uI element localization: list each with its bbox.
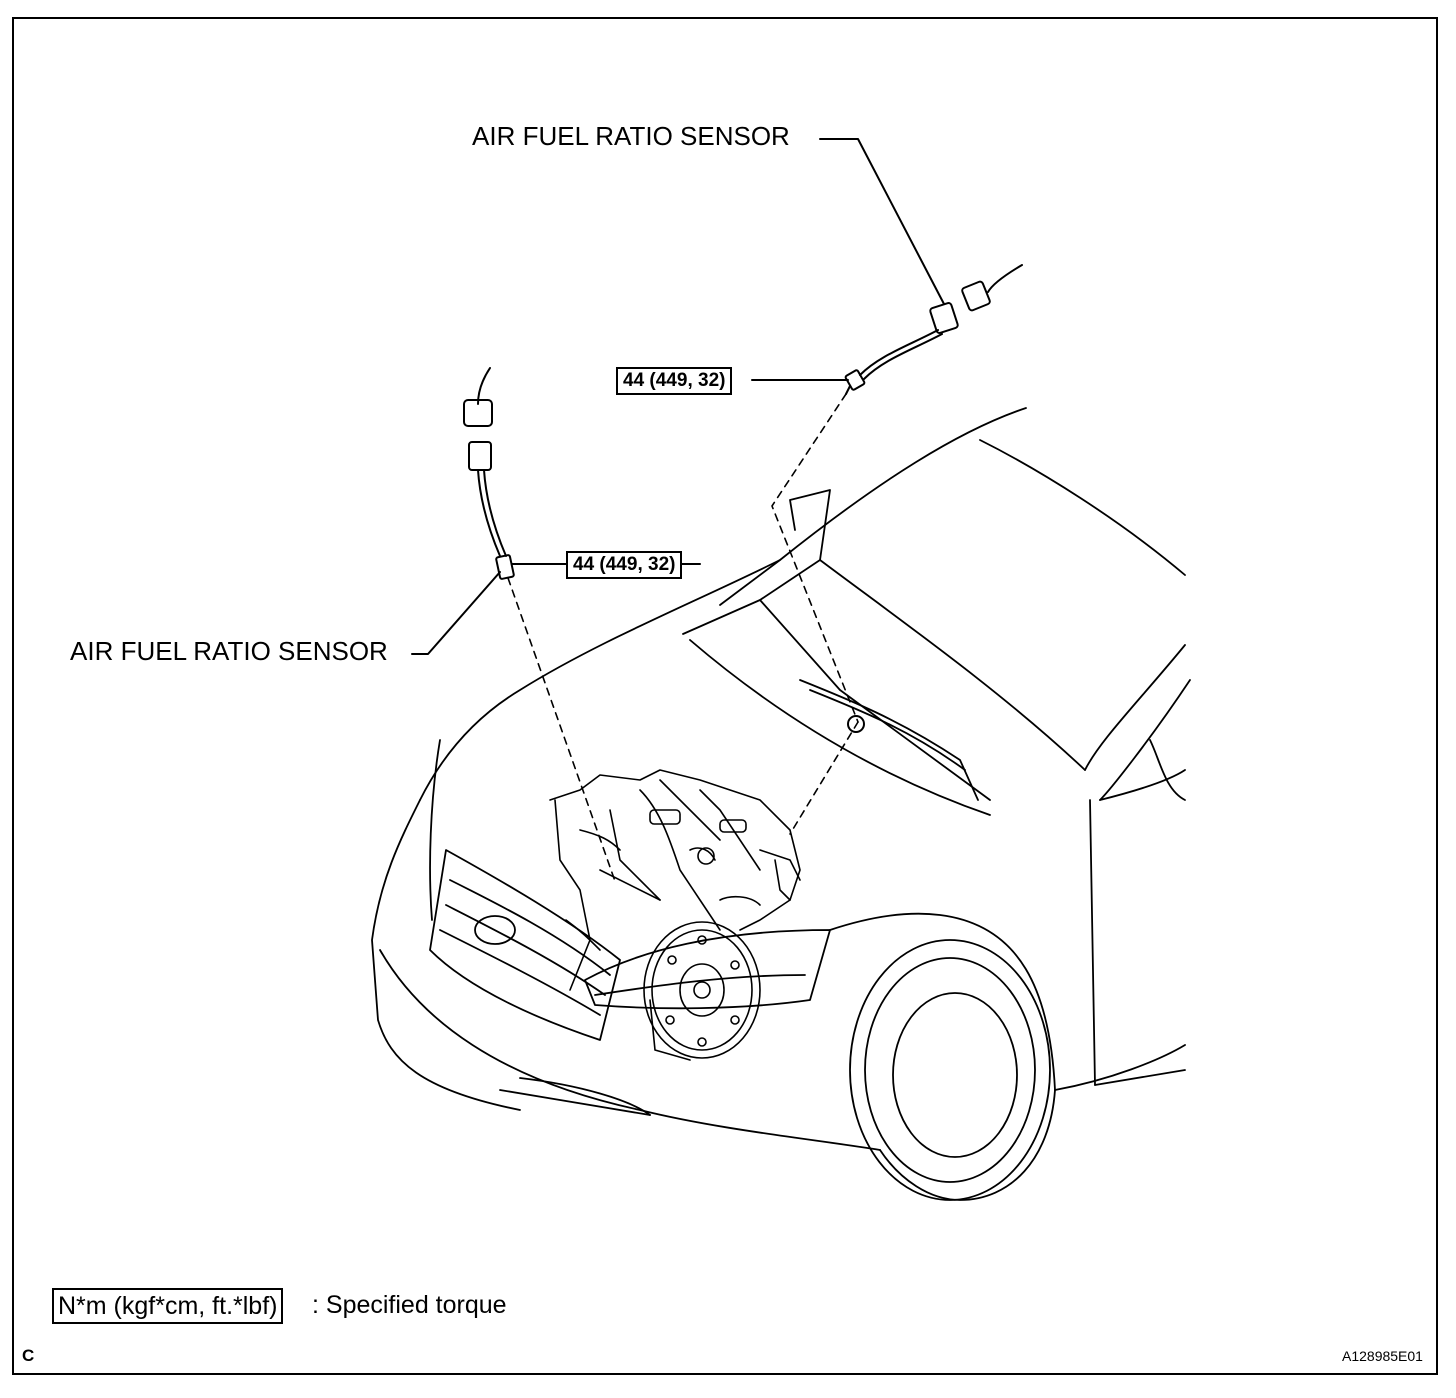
lower-torque-value: 44 (449, 32) — [566, 551, 683, 579]
diagram-frame — [12, 17, 1438, 1375]
install-path-lines — [507, 393, 859, 885]
corner-letter: C — [22, 1346, 35, 1365]
upper-sensor-label: AIR FUEL RATIO SENSOR — [472, 121, 790, 151]
upper-air-fuel-ratio-sensor — [844, 264, 1023, 395]
figure-code: A128985E01 — [1342, 1348, 1423, 1364]
car-body-outline — [371, 407, 1191, 1201]
lower-sensor-label: AIR FUEL RATIO SENSOR — [70, 636, 388, 666]
torque-unit-legend-box: N*m (kgf*cm, ft.*lbf) — [52, 1288, 284, 1324]
engine-assembly — [549, 769, 801, 1061]
upper-torque-value: 44 (449, 32) — [616, 367, 733, 395]
sensor-mount-point — [847, 715, 865, 733]
torque-legend-description: : Specified torque — [312, 1291, 507, 1319]
lower-air-fuel-ratio-sensor — [463, 367, 515, 580]
